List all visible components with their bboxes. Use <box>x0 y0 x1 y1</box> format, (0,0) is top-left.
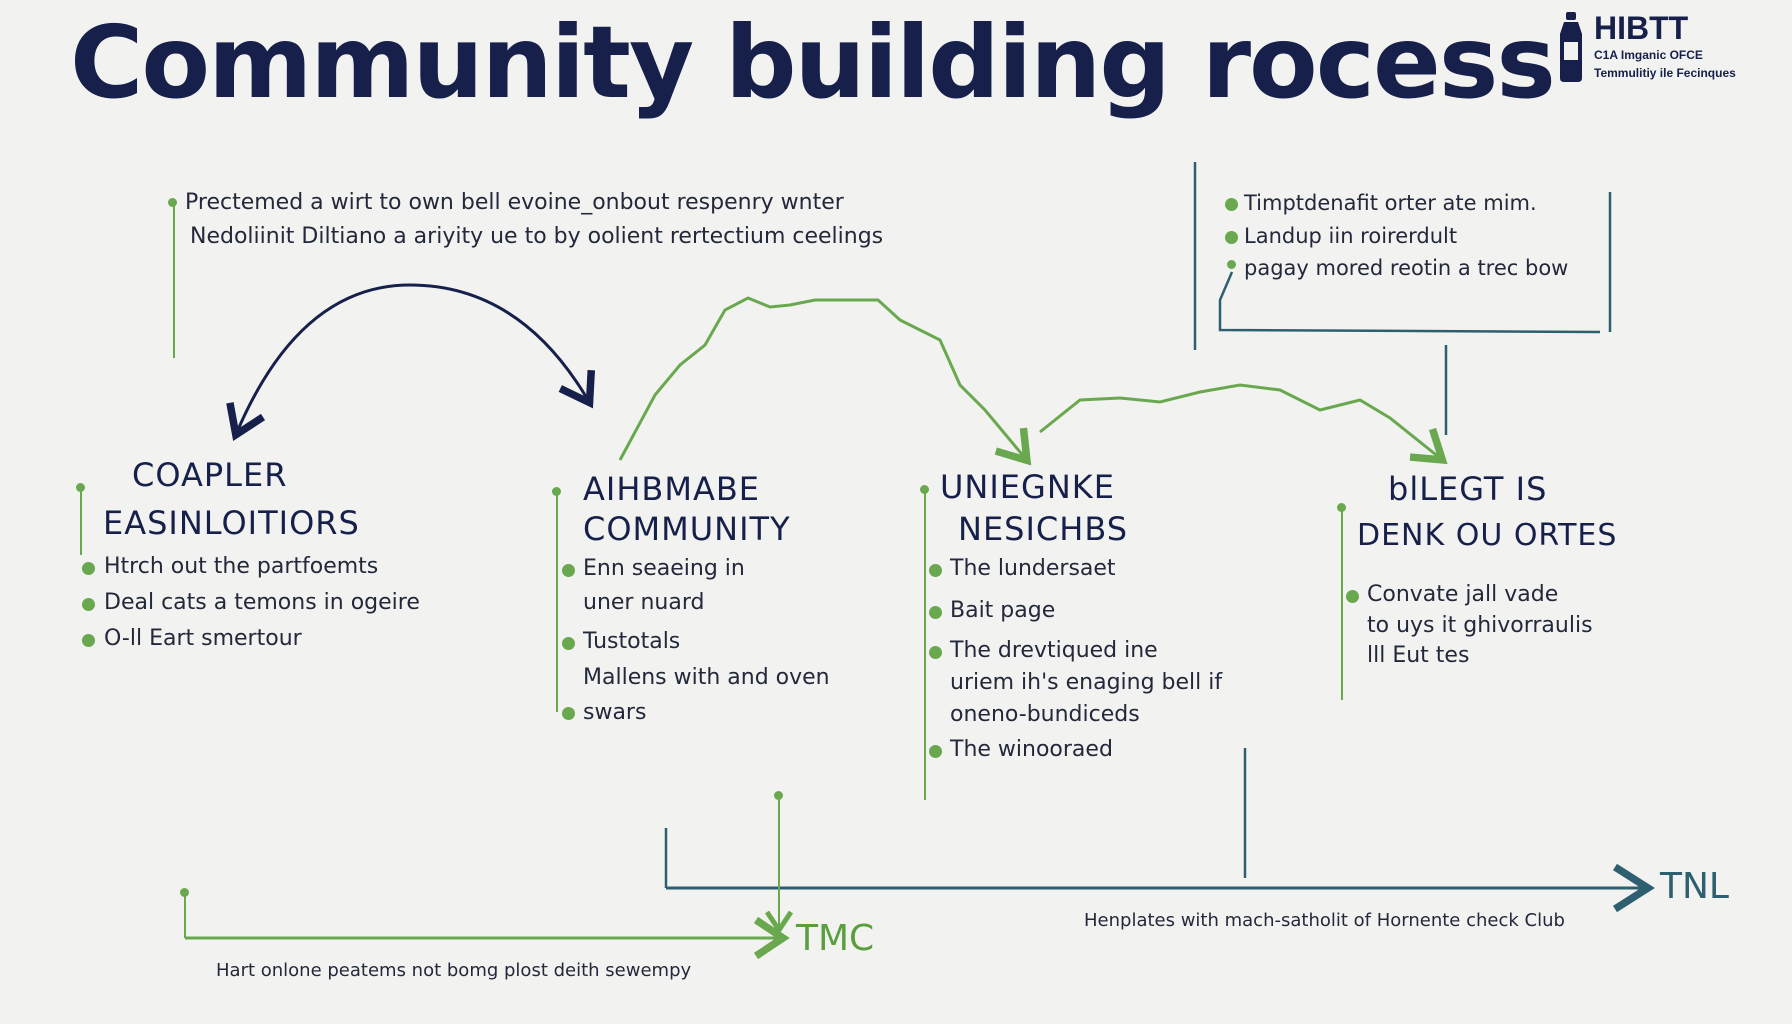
logo-line-1: C1A Imganic OFCE <box>1594 48 1703 62</box>
stage3-heading-2: NESICHBS <box>958 510 1129 548</box>
stage2-bullet-1 <box>562 564 575 577</box>
stage3-item-1: The lundersaet <box>950 556 1116 581</box>
intro-bullet <box>168 198 177 207</box>
blue-axis-label: TNL <box>1660 866 1729 907</box>
green-axis-label: TMC <box>796 918 875 959</box>
stage1-heading-2: EASINLOITIORS <box>103 504 360 542</box>
stage2-item-2: uner nuard <box>583 590 705 615</box>
stage3-bullet-3 <box>929 646 942 659</box>
arc-arrow-right <box>409 283 588 400</box>
stage3-bullet-1 <box>929 564 942 577</box>
stage2-bullet-3 <box>562 637 575 650</box>
stage2-item-3: Tustotals <box>583 629 681 654</box>
stage1-heading-1: COAPLER <box>132 456 288 494</box>
stage1-bullet-3 <box>82 634 95 647</box>
stage2-heading-1: AIHBMABE <box>583 470 761 508</box>
green-axis-caption: Hart onlone peatems not bomg plost deith… <box>216 960 692 981</box>
stage1-item-2: Deal cats a temons in ogeire <box>104 590 420 615</box>
topright-item-1: Timptdenafit orter ate mim. <box>1244 191 1537 215</box>
green-arrow-1 <box>618 296 1025 460</box>
topright-item-2: Landup iin roirerdult <box>1244 224 1458 248</box>
stage3-bullet-2 <box>929 606 942 619</box>
topright-item-3: pagay mored reotin a trec bow <box>1244 256 1569 280</box>
green-axis-start-dot <box>180 888 189 897</box>
stage2-item-5: swars <box>583 700 647 725</box>
stage2-head-dot <box>552 487 561 496</box>
stage3-item-4: uriem ih's enaging bell if <box>950 670 1223 695</box>
stage3-item-5: oneno-bundiceds <box>950 702 1140 727</box>
logo: HIBTT C1A Imganic OFCE Temmulitiy ile Fe… <box>1558 10 1758 85</box>
topright-bullet-3 <box>1227 260 1236 269</box>
page-title: Community building rocess <box>70 4 1556 121</box>
green-vertical-top-dot <box>774 791 783 800</box>
logo-line-2: Temmulitiy ile Fecinques <box>1594 66 1736 80</box>
stage4-bullet-1 <box>1346 590 1359 603</box>
stage4-head-dot <box>1337 503 1346 512</box>
stage1-head-dot <box>76 483 85 492</box>
topright-bullet-2 <box>1225 231 1238 244</box>
stage2-item-1: Enn seaeing in <box>583 556 745 581</box>
bottle-icon <box>1560 12 1582 82</box>
stage2-bullet-5 <box>562 707 575 720</box>
stage3-item-2: Bait page <box>950 598 1056 623</box>
box-bottom-line <box>1218 271 1601 334</box>
stage2-item-4: Mallens with and oven <box>583 665 830 690</box>
stage3-item-3: The drevtiqued ine <box>950 638 1158 663</box>
stage1-item-3: O-ll Eart smertour <box>104 626 302 651</box>
intro-line-1: Prectemed a wirt to own bell evoine_onbo… <box>185 190 844 215</box>
stage3-heading-1: UNIEGNKE <box>940 468 1115 506</box>
intro-line-2: Nedoliinit Diltiano a ariyity ue to by o… <box>190 224 884 249</box>
stage4-item-1: Convate jall vade <box>1367 582 1559 607</box>
stage4-item-3: lll Eut tes <box>1367 643 1470 668</box>
stage4-heading-2: DENK OU ORTES <box>1357 518 1618 553</box>
stage1-bullet-2 <box>82 598 95 611</box>
arc-arrow-left <box>237 283 411 432</box>
stage2-heading-2: COMMUNITY <box>583 510 791 548</box>
blue-axis-caption: Henplates with mach-satholit of Hornente… <box>1084 910 1565 931</box>
green-arrow-2 <box>1039 383 1440 458</box>
stage3-head-dot <box>920 485 929 494</box>
stage4-heading-1: blLEGT IS <box>1388 470 1548 508</box>
stage4-item-2: to uys it ghivorraulis <box>1367 613 1593 638</box>
stage1-bullet-1 <box>82 562 95 575</box>
topright-bullet-1 <box>1225 198 1238 211</box>
stage3-bullet-6 <box>929 745 942 758</box>
logo-brand: HIBTT <box>1594 10 1689 46</box>
stage3-item-6: The winooraed <box>950 737 1113 762</box>
stage1-item-1: Htrch out the partfoemts <box>104 554 379 579</box>
